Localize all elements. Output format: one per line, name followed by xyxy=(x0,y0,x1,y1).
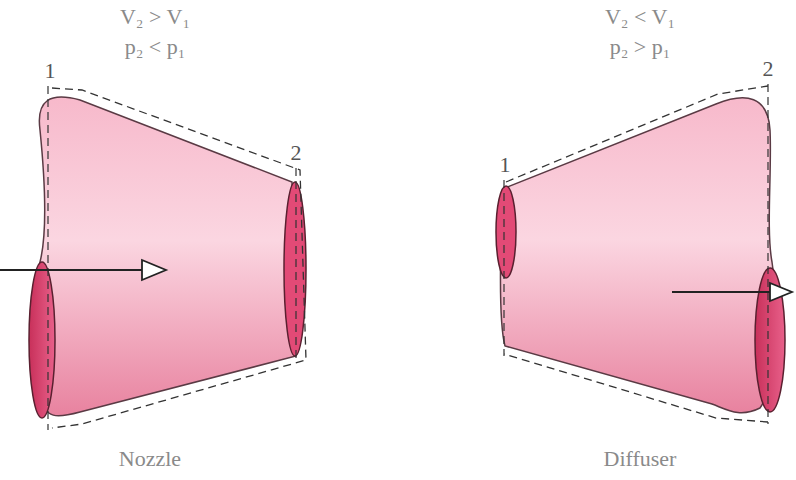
section-line xyxy=(503,180,504,356)
caption-text: Diffuser xyxy=(604,448,677,470)
nozzle-outlet xyxy=(284,182,306,356)
condition-text: V₂ > V₁ xyxy=(120,6,190,28)
condition-text: p₂ < p₁ xyxy=(125,36,186,58)
nozzle-body xyxy=(0,86,306,430)
flow-arrow-head xyxy=(142,260,166,280)
section-number: 2 xyxy=(763,58,774,80)
flow-arrow-head xyxy=(770,283,792,301)
section-number: 1 xyxy=(500,154,511,176)
control-volume xyxy=(52,88,306,428)
control-volume xyxy=(504,86,768,422)
condition-text: p₂ > p₁ xyxy=(610,36,671,58)
section-line xyxy=(295,168,296,362)
condition-text: V₂ < V₁ xyxy=(605,6,675,28)
nozzle-inlet xyxy=(29,262,55,418)
diffuser-body xyxy=(496,84,792,424)
diffuser-inlet xyxy=(496,186,516,278)
caption-text: Nozzle xyxy=(119,448,181,470)
section-number: 1 xyxy=(45,60,56,82)
section-line xyxy=(767,84,768,424)
flow-arrow xyxy=(672,291,770,293)
section-line xyxy=(47,86,48,430)
flow-arrow xyxy=(0,269,142,271)
section-number: 2 xyxy=(291,142,302,164)
